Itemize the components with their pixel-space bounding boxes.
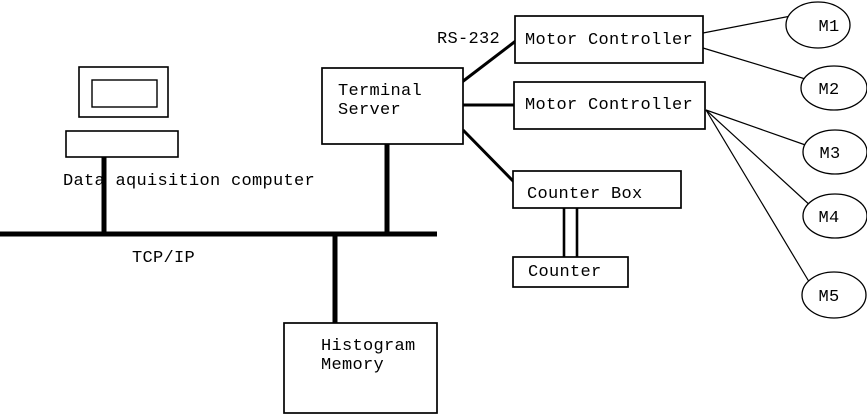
motor-4-label: M4 <box>818 209 839 228</box>
counter-box-box <box>512 170 682 209</box>
computer-screen-icon <box>91 79 158 108</box>
motor-1-ellipse <box>785 1 851 49</box>
motor-5-ellipse <box>801 271 867 319</box>
bus-label: TCP/IP <box>132 249 195 268</box>
computer-keyboard-icon <box>65 130 179 158</box>
wire-mc2-to-m4 <box>705 109 814 209</box>
wire-mc1-to-m2 <box>702 47 813 82</box>
motor-2-ellipse <box>800 65 867 111</box>
counter-box-label: Counter Box <box>527 185 643 204</box>
terminal-server-label-line2: Server <box>338 101 401 120</box>
histogram-memory-label-line1: Histogram <box>321 337 416 356</box>
motor-controller-1-box <box>514 15 704 64</box>
motor-controller-2-label: Motor Controller <box>525 96 693 115</box>
computer-label: Data aquisition computer <box>63 172 315 191</box>
motor-controller-2-box <box>513 81 706 130</box>
histogram-memory-label-line2: Memory <box>321 356 384 375</box>
motor-2-label: M2 <box>818 81 839 100</box>
motor-1-label: M1 <box>818 18 839 37</box>
counter-label: Counter <box>528 263 602 282</box>
counter-box <box>512 256 629 288</box>
motor-controller-1-label: Motor Controller <box>525 31 693 50</box>
terminal-server-box <box>321 67 464 145</box>
wire-ts-to-mc1 <box>461 38 518 84</box>
motor-4-ellipse <box>802 193 867 239</box>
wire-mc1-to-m1 <box>702 14 797 34</box>
serial-label: RS-232 <box>437 30 500 49</box>
motor-5-label: M5 <box>818 288 839 307</box>
motor-3-ellipse <box>802 129 867 175</box>
wire-mc2-to-m5 <box>705 109 812 286</box>
terminal-server-label-line1: Terminal <box>338 82 422 101</box>
histogram-memory-box <box>283 322 438 414</box>
wire-ts-to-counter-box <box>461 128 518 186</box>
motor-3-label: M3 <box>819 145 840 164</box>
wire-mc2-to-m3 <box>705 109 815 149</box>
